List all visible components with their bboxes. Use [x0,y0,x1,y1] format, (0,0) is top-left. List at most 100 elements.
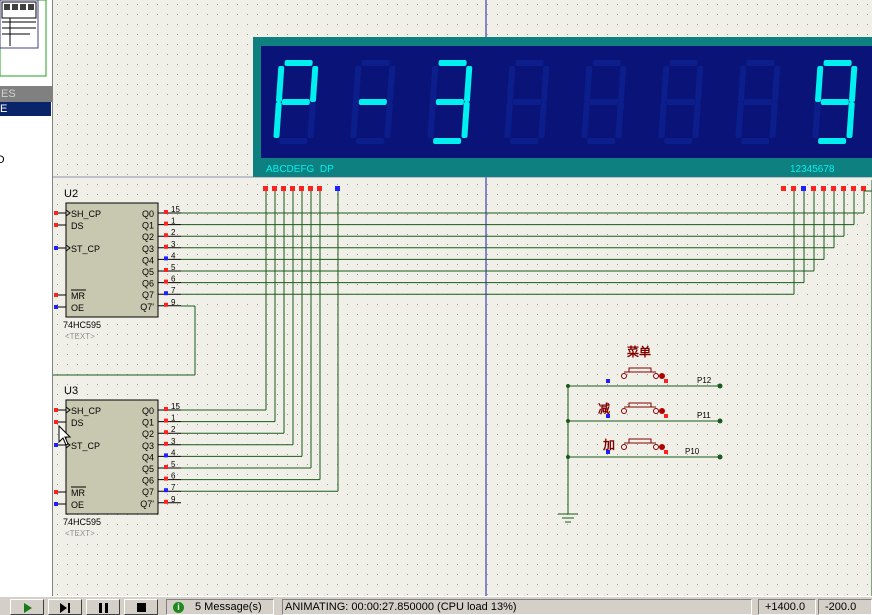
step-button[interactable] [48,599,82,615]
chip-pin-number: 6 [171,472,176,481]
display-segment [384,102,393,138]
display-segment [592,60,621,66]
push-button-label: 菜单 [626,344,651,359]
chip-left-pin-label: OE [71,500,84,510]
display-pin [811,186,816,191]
device-list[interactable]: O [0,116,51,596]
pause-icon [99,603,102,613]
info-icon: i [173,602,184,613]
chip-pin-number: 3 [171,240,176,249]
display-segment [815,66,824,102]
display-pin [801,186,806,191]
chip-pin-number: 1 [171,217,176,226]
seven-segment-display[interactable]: ABCDEFG DP 12345678 [253,37,872,177]
display-segment [350,102,359,138]
display-segment [820,99,849,105]
display-segment [310,66,319,102]
device-list-selected-item[interactable]: E [0,102,51,116]
display-segment [427,102,436,138]
net-label: P11 [697,411,711,420]
display-pin [781,186,786,191]
stop-icon [137,603,146,612]
chip-right-pin-label: Q4 [142,452,154,462]
chip-left-pin-label: MR [71,488,85,498]
mouse-cursor-icon [58,424,72,446]
chip-left-pin-label: DS [71,418,84,428]
display-pin [335,186,340,191]
display-segment [433,138,462,144]
display-pin [821,186,826,191]
pause-button[interactable] [86,599,120,615]
display-segment [741,138,770,144]
display-segment [387,66,396,102]
chip-u2-text: <TEXT> [65,332,95,341]
chip-u2-ref: U2 [64,188,78,200]
display-pin [841,186,846,191]
display-segment [510,138,539,144]
display-segment [284,60,313,66]
display-segment [661,66,670,102]
display-digit [735,60,781,144]
display-segment [746,60,775,66]
play-button[interactable] [10,599,44,615]
display-segment [515,60,544,66]
net-label: P12 [697,376,712,385]
component-panel: ES E O [0,0,53,596]
step-bar-icon [68,603,70,613]
display-pin [308,186,313,191]
display-digit [504,60,550,144]
messages-indicator[interactable]: i 5 Message(s) [166,599,274,615]
display-segment [692,102,701,138]
chip-left-pin-label: MR [71,291,85,301]
chip-right-pin-label: Q3 [142,441,154,451]
display-segment [818,138,847,144]
display-segment [615,102,624,138]
status-bar: i 5 Message(s) ANIMATING: 00:00:27.85000… [0,596,872,615]
stop-button[interactable] [124,599,158,615]
display-segment [658,102,667,138]
push-button[interactable]: 菜单 P12 [566,344,723,389]
chip-right-pin-label: Q6 [142,279,154,289]
chip-left-pin-label: OE [71,303,84,313]
chip-pin-number: 5 [171,460,176,469]
chip-right-pin-label: Q5 [142,464,154,474]
display-segment [849,66,858,102]
chip-pin-number: 4 [171,448,176,457]
overview-preview-graphic [0,0,51,80]
display-pin [272,186,277,191]
display-segment [435,99,464,105]
overview-preview[interactable] [0,0,51,80]
digit-pin-label: 12345678 [790,164,835,175]
chip-pin-number: 2 [171,228,176,237]
display-segment [587,138,616,144]
display-digit [581,60,627,144]
display-pin [290,186,295,191]
display-segment [584,66,593,102]
chip-right-pin-label: Q0 [142,406,154,416]
display-segment [812,102,821,138]
push-button-label: 加 [602,437,615,452]
display-segment [695,66,704,102]
display-segment [461,102,470,138]
display-segment [541,66,550,102]
display-segment [281,99,310,105]
chip-pin-number: 1 [171,414,176,423]
device-list-item[interactable]: O [0,154,5,166]
display-segment [669,60,698,66]
chip-left-pin-label: DS [71,221,84,231]
display-pin [263,186,268,191]
chip-u3-ref: U3 [64,385,78,397]
chip-pin-number: 3 [171,437,176,446]
chip-left-pin-label: SH_CP [71,209,101,219]
chip-pin-number: 9 [171,495,176,504]
display-segment [353,66,362,102]
chip-right-pin-label: Q7 [142,487,154,497]
display-segment [823,60,852,66]
chip-pin-number: 7 [171,483,176,492]
display-segment [743,99,772,105]
